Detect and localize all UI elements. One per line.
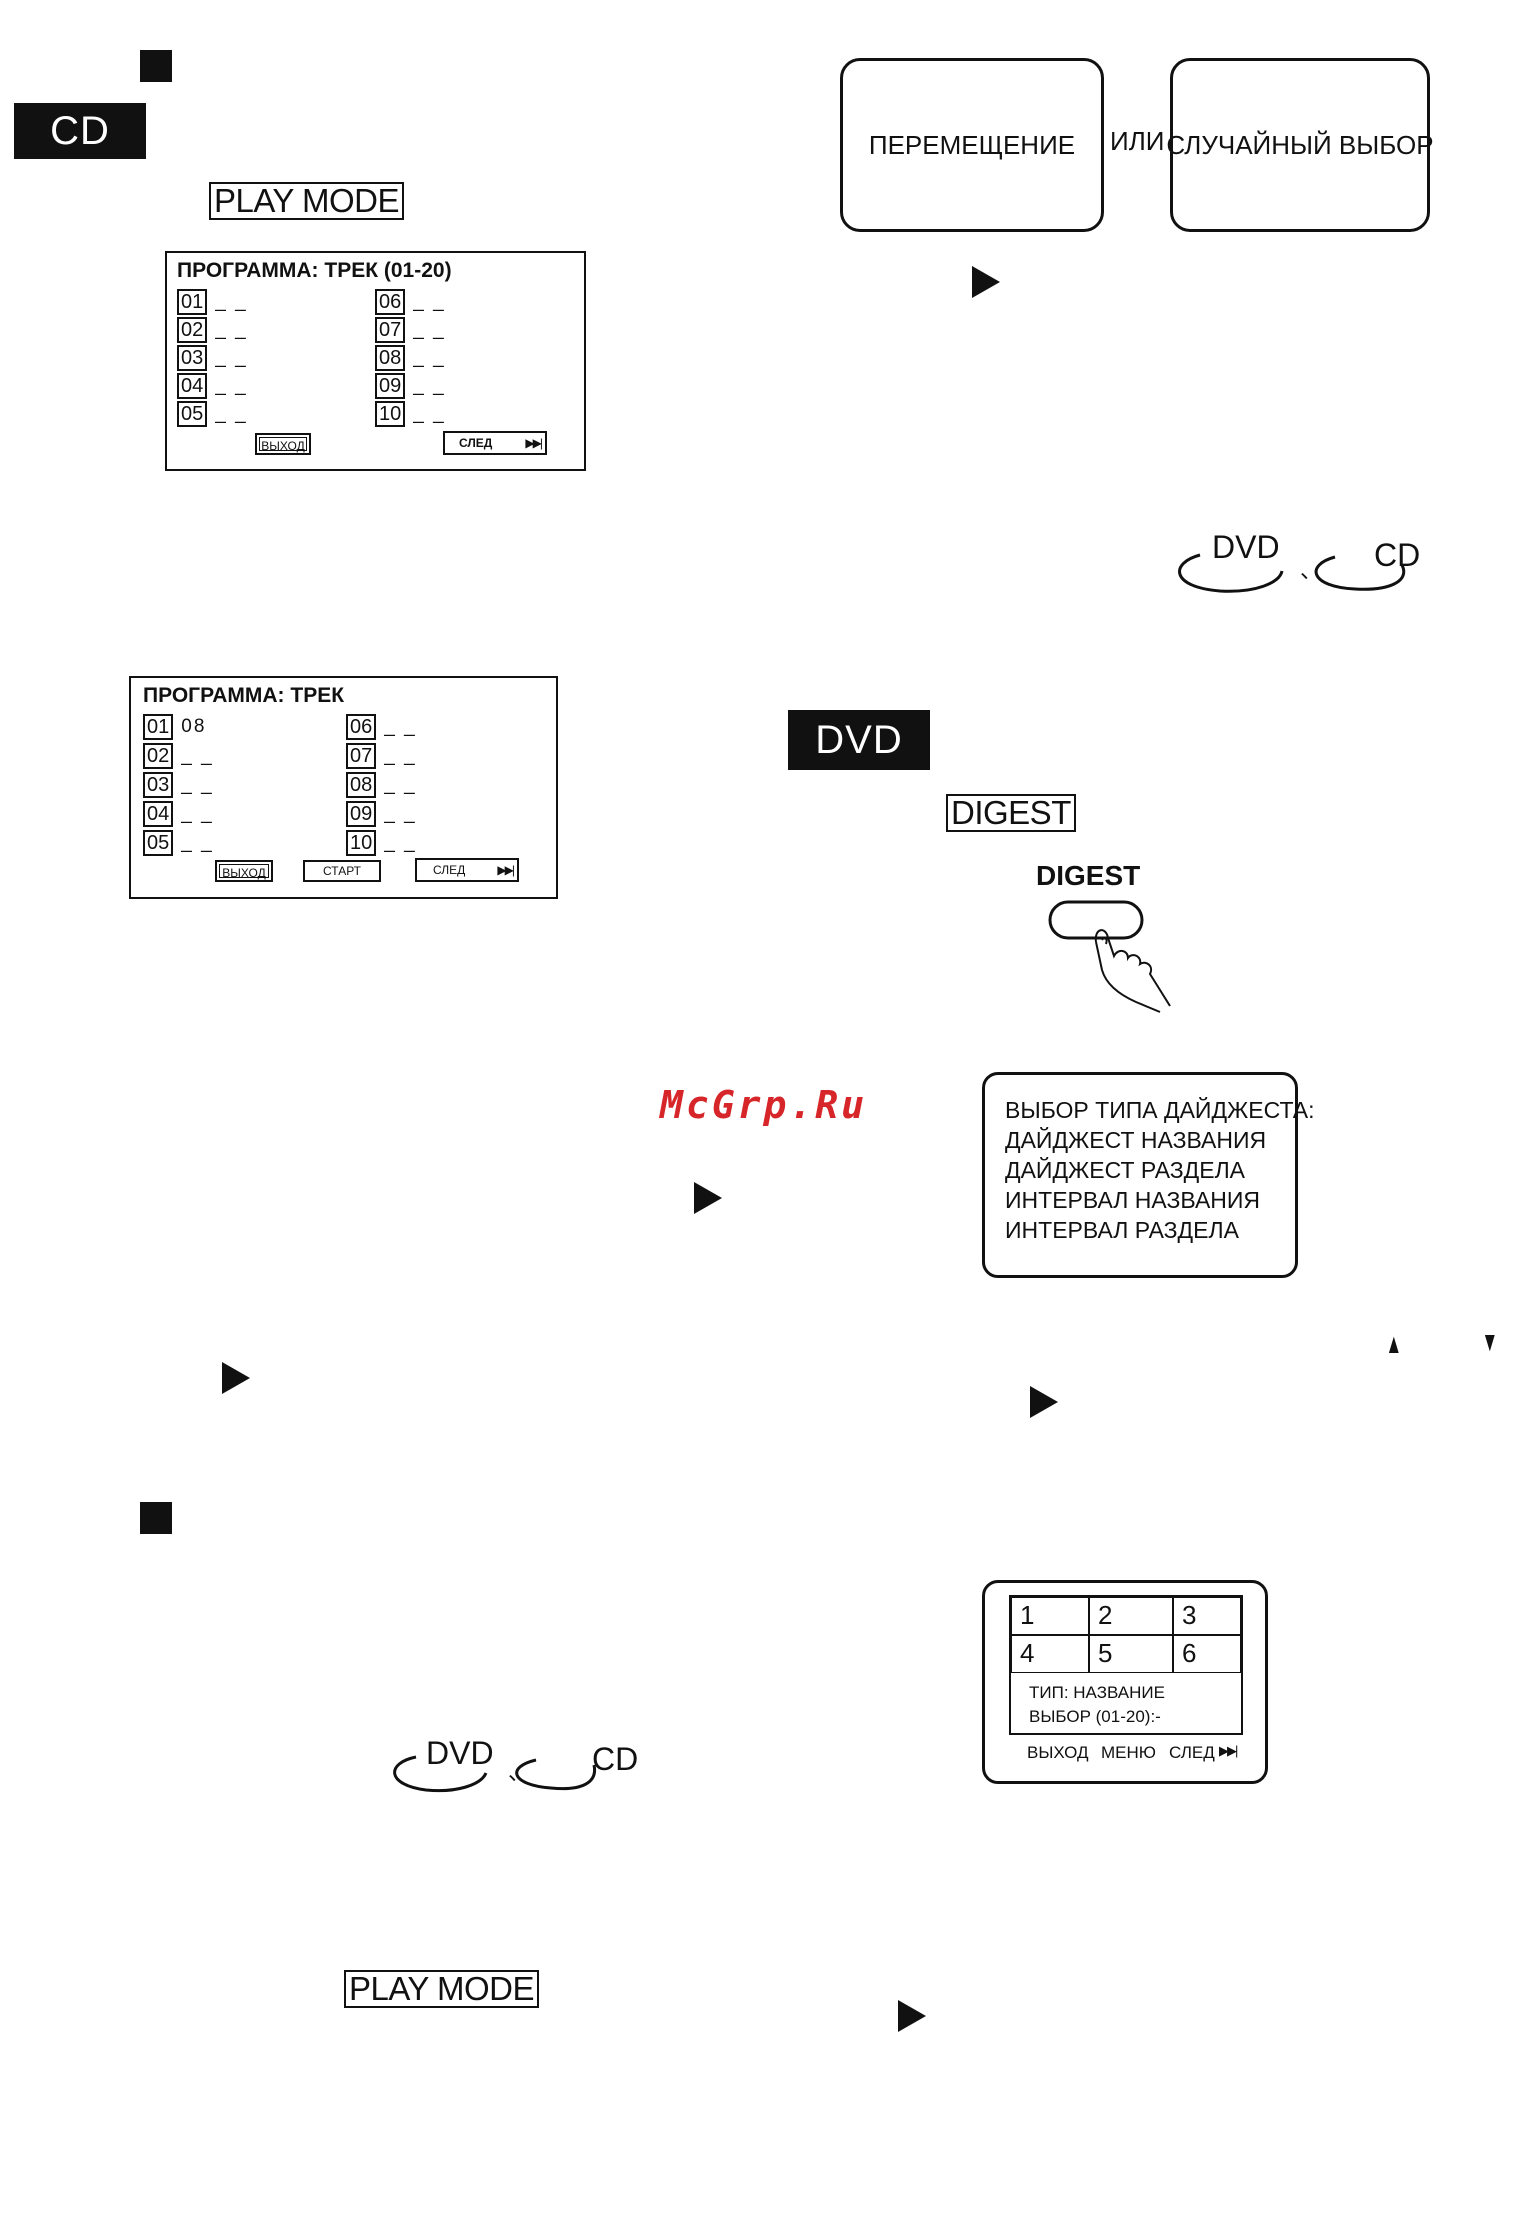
program-slot: 03_ _ bbox=[143, 772, 214, 798]
program-slot: 05_ _ bbox=[177, 401, 248, 427]
watermark: McGrp.Ru bbox=[660, 1083, 868, 1127]
skip-next-icon: ▶▶| bbox=[1219, 1743, 1238, 1758]
next-label: СЛЕД bbox=[433, 863, 466, 877]
thumbnail-grid: 1 2 3 4 5 6 ТИП: НАЗВАНИЕ ВЫБОР (01-20):… bbox=[1009, 1595, 1243, 1735]
stop-square-icon bbox=[140, 1502, 172, 1534]
thumbnail-cell[interactable]: 1 bbox=[1011, 1597, 1089, 1635]
thumbnail-cell[interactable]: 6 bbox=[1173, 1635, 1241, 1673]
cd-logo-text: CD bbox=[1374, 537, 1421, 573]
thumbnail-cell[interactable]: 3 bbox=[1173, 1597, 1241, 1635]
digest-key: DIGEST bbox=[946, 794, 1076, 832]
play-mode-key: PLAY MODE bbox=[209, 182, 405, 220]
or-label: ИЛИ bbox=[1110, 126, 1165, 156]
program-slot: 09_ _ bbox=[375, 373, 446, 399]
start-button[interactable]: СТАРТ bbox=[303, 860, 381, 882]
play-triangle-icon bbox=[694, 1182, 722, 1214]
dvd-logo-text: DVD bbox=[1212, 529, 1280, 565]
remote-digest-label: DIGEST bbox=[1036, 860, 1141, 891]
program-slot: 10_ _ bbox=[346, 830, 417, 856]
program-slot: 03_ _ bbox=[177, 345, 248, 371]
up-arrow-icon: ▲ bbox=[1385, 1328, 1403, 1359]
program-slot: 07_ _ bbox=[346, 743, 417, 769]
disc-separator: 、 bbox=[508, 1760, 531, 1785]
cd-section-tag: CD bbox=[14, 103, 146, 159]
random-mode-box: СЛУЧАЙНЫЙ ВЫБОР bbox=[1166, 58, 1434, 232]
shuffle-mode-box: ПЕРЕМЕЩЕНИЕ bbox=[840, 58, 1104, 232]
program-slot: 04_ _ bbox=[177, 373, 248, 399]
program-screen-1-title: ПРОГРАММА: ТРЕК (01-20) bbox=[177, 259, 452, 282]
next-button[interactable]: СЛЕД ▶▶| bbox=[415, 858, 519, 882]
next-button[interactable]: СЛЕД ▶▶| bbox=[443, 431, 547, 455]
disc-logos-top: DVD 、 CD bbox=[1170, 525, 1460, 605]
exit-button[interactable]: ВЫХОД bbox=[1027, 1743, 1089, 1762]
program-slot: 06_ _ bbox=[375, 289, 446, 315]
program-slot: 02_ _ bbox=[177, 317, 248, 343]
play-mode-key: PLAY MODE bbox=[344, 1970, 540, 2008]
program-slot: 09_ _ bbox=[346, 801, 417, 827]
thumbnail-cell[interactable]: 5 bbox=[1089, 1635, 1173, 1673]
program-slot: 04_ _ bbox=[143, 801, 214, 827]
menu-button[interactable]: МЕНЮ bbox=[1101, 1743, 1156, 1762]
remote-digest-button-hand-icon bbox=[1048, 900, 1171, 1013]
down-arrow-icon: ▼ bbox=[1481, 1326, 1499, 1357]
play-triangle-icon bbox=[222, 1362, 250, 1394]
program-slot: 06_ _ bbox=[346, 714, 417, 740]
program-slot: 07_ _ bbox=[375, 317, 446, 343]
digest-menu-item[interactable]: ДАЙДЖЕСТ НАЗВАНИЯ bbox=[1005, 1127, 1267, 1153]
next-button[interactable]: СЛЕД bbox=[1169, 1743, 1215, 1762]
cd-logo-text: CD bbox=[592, 1741, 639, 1777]
digest-menu-item[interactable]: ДАЙДЖЕСТ РАЗДЕЛА bbox=[1005, 1157, 1246, 1183]
program-slot: 10_ _ bbox=[375, 401, 446, 427]
skip-next-icon: ▶▶| bbox=[497, 863, 515, 877]
dvd-logo-text: DVD bbox=[426, 1735, 494, 1771]
program-slot: 02_ _ bbox=[143, 743, 214, 769]
digest-menu-title: ВЫБОР ТИПА ДАЙДЖЕСТА: bbox=[1005, 1097, 1315, 1123]
thumbnail-cell[interactable]: 4 bbox=[1011, 1635, 1089, 1673]
disc-logos-bottom: DVD 、 CD bbox=[386, 1735, 666, 1805]
exit-button[interactable]: ВЫХОД bbox=[255, 433, 311, 455]
disc-separator: 、 bbox=[1300, 558, 1323, 583]
digest-menu-item[interactable]: ИНТЕРВАЛ НАЗВАНИЯ bbox=[1005, 1187, 1261, 1213]
thumbnail-cell[interactable]: 2 bbox=[1089, 1597, 1173, 1635]
program-screen-1: ПРОГРАММА: ТРЕК (01-20) 01_ _ 02_ _ 03_ … bbox=[165, 251, 586, 471]
digest-menu-item[interactable]: ИНТЕРВАЛ РАЗДЕЛА bbox=[1005, 1217, 1239, 1243]
program-screen-2-title: ПРОГРАММА: ТРЕК bbox=[143, 684, 345, 707]
program-slot: 01_ _ bbox=[177, 289, 248, 315]
program-slot: 08_ _ bbox=[375, 345, 446, 371]
program-slot: 08_ _ bbox=[346, 772, 417, 798]
digest-type-menu: ВЫБОР ТИПА ДАЙДЖЕСТА: ДАЙДЖЕСТ НАЗВАНИЯ … bbox=[982, 1072, 1314, 1278]
play-triangle-icon bbox=[972, 266, 1000, 298]
next-label: СЛЕД bbox=[459, 436, 493, 450]
play-triangle-icon bbox=[898, 2000, 926, 2032]
exit-button[interactable]: ВЫХОД bbox=[215, 860, 273, 882]
digest-thumbnail-screen: 1 2 3 4 5 6 ТИП: НАЗВАНИЕ ВЫБОР (01-20):… bbox=[982, 1580, 1268, 1784]
digest-type-line: ТИП: НАЗВАНИЕ bbox=[1029, 1683, 1165, 1702]
program-slot: 05_ _ bbox=[143, 830, 214, 856]
dvd-section-tag: DVD bbox=[788, 710, 930, 770]
digest-select-line: ВЫБОР (01-20):- bbox=[1029, 1707, 1161, 1726]
play-triangle-icon bbox=[1030, 1386, 1058, 1418]
stop-square-icon bbox=[140, 50, 172, 82]
skip-next-icon: ▶▶| bbox=[525, 436, 543, 450]
